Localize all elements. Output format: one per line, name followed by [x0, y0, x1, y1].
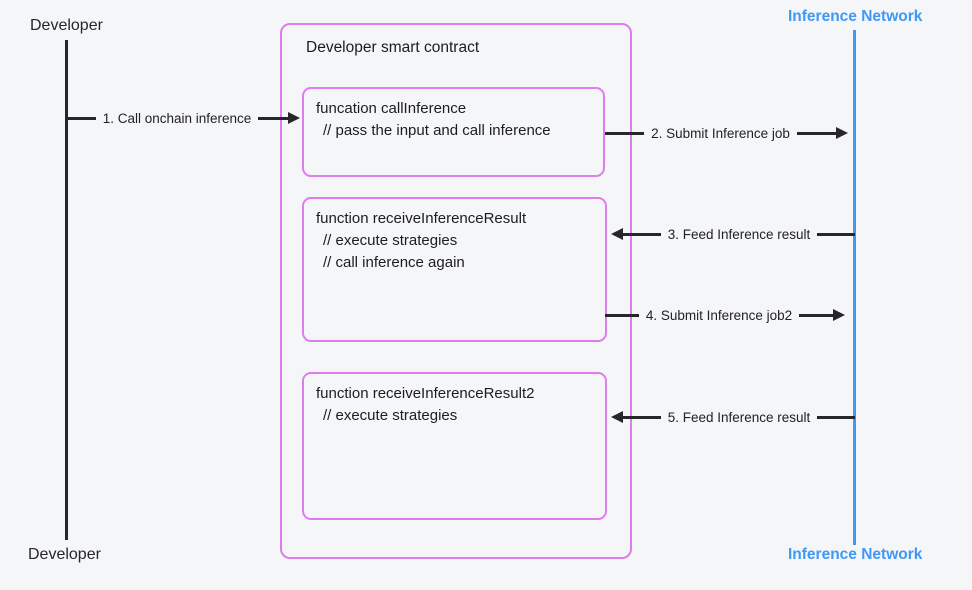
arrowhead-right-icon: [833, 309, 845, 321]
function-comment: // call inference again: [323, 254, 465, 271]
arrowhead-right-icon: [836, 127, 848, 139]
arrow-5-feed-inference-result: 5. Feed Inference result: [611, 407, 855, 427]
arrow-line: [66, 116, 96, 120]
arrow-line: [623, 232, 661, 236]
function-comment: // pass the input and call inference: [323, 122, 551, 139]
inference-network-lifeline: [852, 30, 856, 545]
arrow-3-feed-inference-result: 3. Feed Inference result: [611, 224, 855, 244]
arrow-1-call-onchain-inference: 1. Call onchain inference: [66, 108, 300, 128]
developer-lifeline-top-label: Developer: [30, 17, 103, 34]
arrow-4-submit-inference-job2: 4. Submit Inference job2: [605, 305, 845, 325]
arrow-4-label: 4. Submit Inference job2: [645, 307, 793, 323]
arrow-1-label: 1. Call onchain inference: [102, 110, 252, 126]
function-comment: // execute strategies: [323, 232, 458, 249]
function-signature: function receiveInferenceResult2: [316, 385, 535, 402]
function-signature: function receiveInferenceResult: [316, 210, 527, 227]
arrow-line: [623, 415, 661, 419]
arrow-3-label: 3. Feed Inference result: [667, 226, 811, 242]
arrowhead-left-icon: [611, 228, 623, 240]
arrow-2-submit-inference-job: 2. Submit Inference job: [605, 123, 848, 143]
function-box-receiveinferenceresult2: function receiveInferenceResult2 // exec…: [302, 372, 607, 520]
arrow-line: [605, 131, 645, 135]
function-comment: // execute strategies: [323, 407, 458, 424]
arrow-5-label: 5. Feed Inference result: [667, 409, 811, 425]
arrow-line: [817, 232, 855, 236]
arrow-line: [605, 313, 639, 317]
arrowhead-left-icon: [611, 411, 623, 423]
function-box-receiveinferenceresult: function receiveInferenceResult // execu…: [302, 197, 607, 342]
arrow-line: [258, 116, 288, 120]
developer-smart-contract-box: [280, 23, 632, 559]
developer-lifeline: [64, 40, 68, 540]
function-box-callinference: funcation callInference // pass the inpu…: [302, 87, 605, 177]
arrow-line: [796, 131, 836, 135]
inference-network-lifeline-top-label: Inference Network: [788, 8, 923, 25]
developer-smart-contract-title: Developer smart contract: [306, 39, 480, 56]
arrowhead-right-icon: [288, 112, 300, 124]
developer-lifeline-bottom-label: Developer: [28, 546, 101, 563]
arrow-line: [817, 415, 855, 419]
arrow-2-label: 2. Submit Inference job: [651, 125, 790, 141]
arrow-line: [799, 313, 833, 317]
inference-network-lifeline-bottom-label: Inference Network: [788, 546, 923, 563]
function-signature: funcation callInference: [316, 100, 467, 117]
